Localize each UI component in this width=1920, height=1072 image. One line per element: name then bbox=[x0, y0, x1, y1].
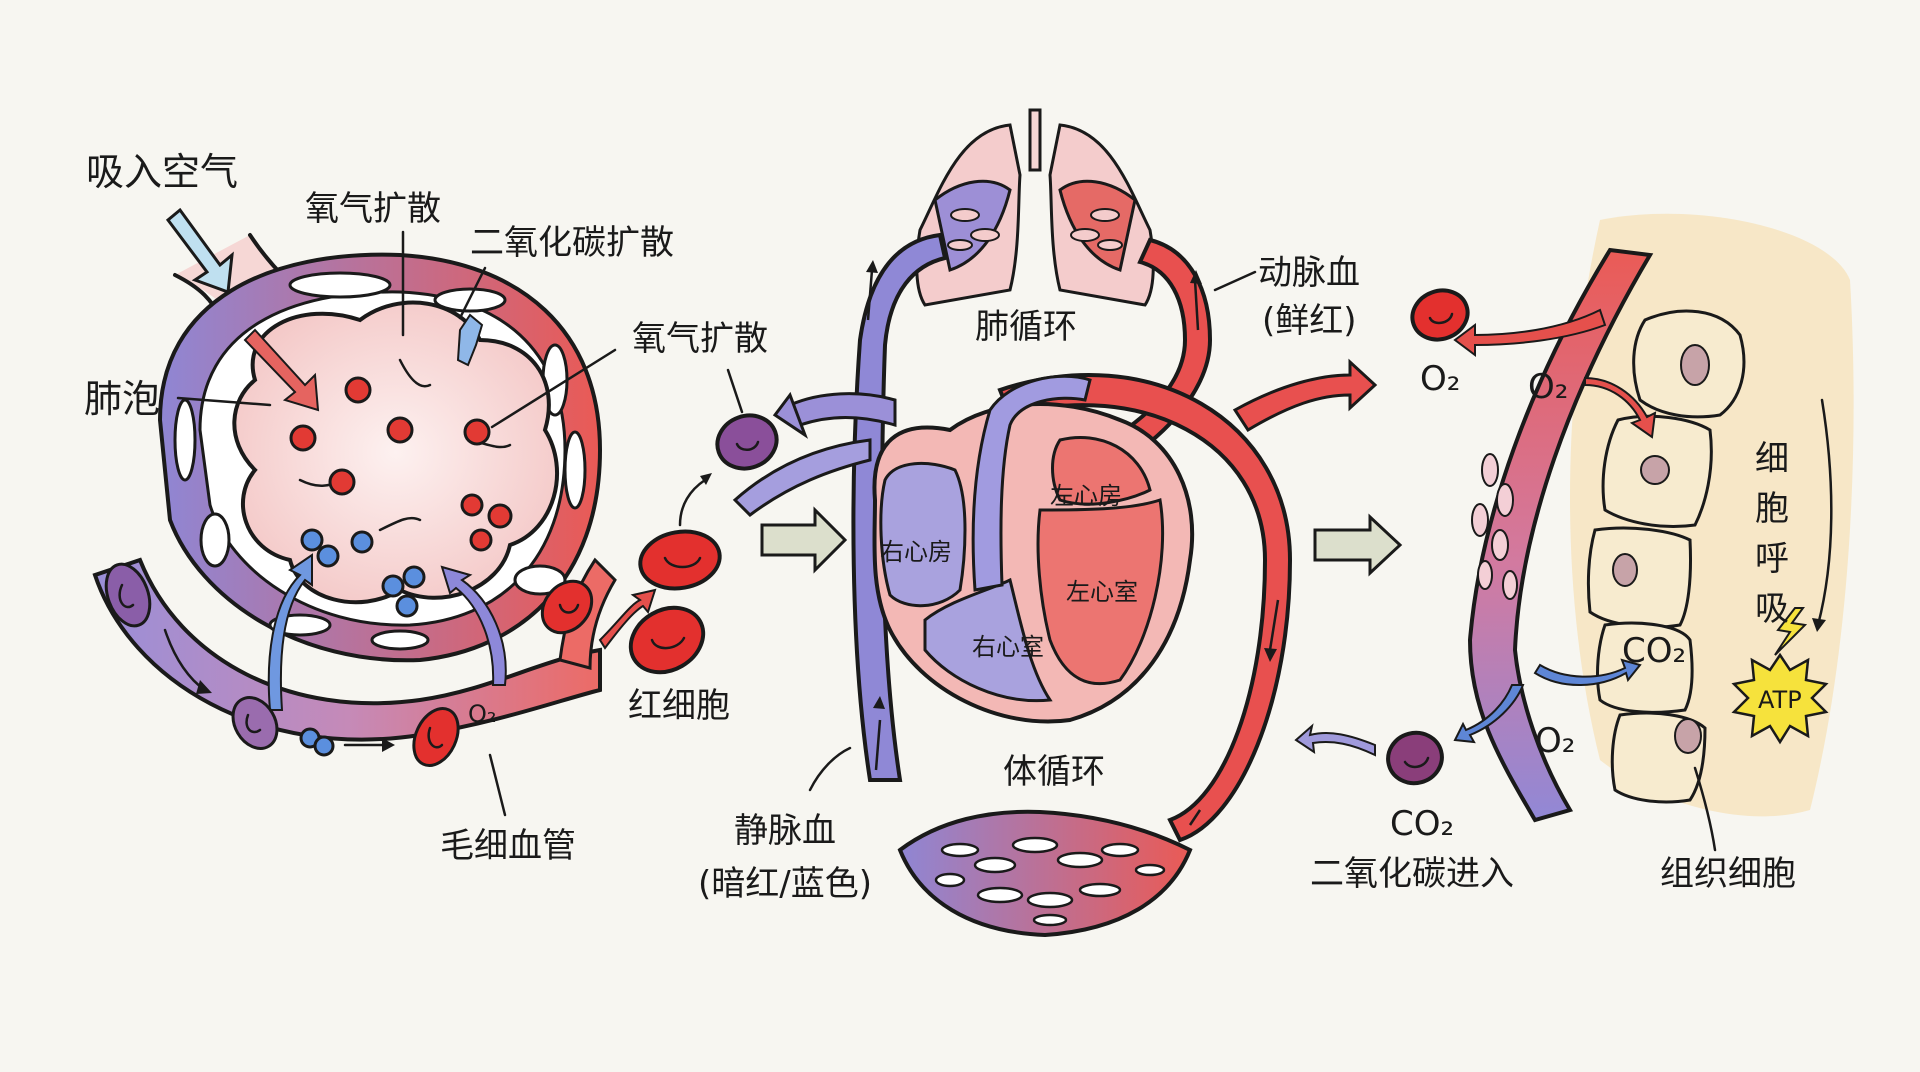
arterial-outflow-arrow-icon bbox=[1232, 358, 1378, 433]
flow-arrow-icon-2 bbox=[1313, 513, 1403, 577]
label-cellular-respiration-4: 吸 bbox=[1755, 589, 1789, 629]
label-inhaled-air: 吸入空气 bbox=[86, 150, 238, 194]
co2-outflow-arrow-icon-2 bbox=[440, 565, 507, 686]
label-cellular-respiration-3: 呼 bbox=[1755, 539, 1789, 579]
tissue-cells bbox=[1586, 309, 1746, 804]
label-capillary: 毛细血管 bbox=[440, 826, 576, 866]
circulation-panel bbox=[732, 108, 1378, 938]
co2-from-cell-arrow-icon bbox=[1533, 658, 1642, 686]
left-atrium bbox=[1051, 435, 1152, 506]
labels: 吸入空气 氧气扩散 二氧化碳扩散 氧气扩散 肺泡 O₂ 红细胞 毛细血管 肺循环… bbox=[84, 150, 1802, 904]
trachea bbox=[1028, 108, 1042, 172]
label-o2-vessel-top: O₂ bbox=[1528, 367, 1568, 407]
co2-to-rbc-arrow-icon bbox=[1453, 684, 1525, 744]
inhale-arrow-icon bbox=[165, 207, 234, 295]
label-o2-capillary: O₂ bbox=[468, 700, 497, 728]
o2-release-arrow-icon bbox=[1453, 308, 1607, 357]
label-alveolus: 肺泡 bbox=[84, 377, 160, 421]
label-right-atrium: 右心房 bbox=[880, 538, 952, 566]
label-venous-blood-note: (暗红/蓝色) bbox=[698, 864, 872, 904]
venous-return-arrow-icon bbox=[1294, 723, 1376, 757]
label-red-blood-cell: 红细胞 bbox=[628, 686, 730, 726]
label-co2-diffusion: 二氧化碳扩散 bbox=[470, 223, 674, 263]
rbc-tissue-deoxygenated bbox=[1386, 730, 1444, 786]
label-atp: ATP bbox=[1758, 686, 1802, 714]
label-venous-blood: 静脉血 bbox=[734, 811, 836, 851]
oxygen-inflow-arrow-icon bbox=[243, 328, 320, 412]
co2-molecules bbox=[299, 528, 426, 757]
label-left-ventricle: 左心室 bbox=[1066, 578, 1138, 606]
label-arterial-blood: 动脉血 bbox=[1258, 253, 1360, 293]
label-tissue-cells: 组织细胞 bbox=[1660, 854, 1796, 894]
rbc-oxygenated bbox=[412, 579, 594, 767]
label-cellular-respiration-1: 细 bbox=[1755, 439, 1789, 479]
label-co2-near-rbc: CO₂ bbox=[1390, 804, 1454, 844]
label-oxygen-diffusion-top: 氧气扩散 bbox=[305, 189, 441, 229]
energy-bolt-icon bbox=[1774, 607, 1808, 656]
label-co2-entering: 二氧化碳进入 bbox=[1310, 854, 1514, 894]
label-arterial-blood-note: (鲜红) bbox=[1262, 301, 1357, 341]
tissue-panel bbox=[1294, 213, 1854, 852]
label-left-atrium: 左心房 bbox=[1050, 482, 1122, 510]
cell-nuclei bbox=[1612, 344, 1710, 754]
pulmonary-trunk bbox=[971, 374, 1092, 592]
systemic-capillary-bed bbox=[897, 809, 1193, 938]
rbc-deoxygenated bbox=[104, 562, 279, 750]
respiration-arrow-icon bbox=[1812, 618, 1826, 632]
rbc-exiting-oxygenated bbox=[628, 529, 722, 675]
alveolus-panel bbox=[92, 207, 779, 817]
left-ventricle bbox=[1036, 498, 1165, 686]
aorta bbox=[997, 373, 1293, 843]
oxygen-molecules bbox=[289, 376, 513, 552]
atp-burst-icon bbox=[1731, 652, 1829, 745]
co2-outflow-arrow-icon bbox=[267, 553, 313, 711]
rbc-tissue-oxygenated bbox=[1410, 288, 1470, 342]
label-o2-vessel-bottom: O₂ bbox=[1535, 721, 1575, 761]
label-pulmonary-circulation: 肺循环 bbox=[975, 307, 1077, 347]
label-oxygen-diffusion-right: 氧气扩散 bbox=[632, 319, 768, 359]
tissue-capillary bbox=[1467, 247, 1654, 823]
o2-to-cell-arrow-icon bbox=[1584, 376, 1657, 439]
co2-diffusion-marker bbox=[456, 313, 484, 367]
label-systemic-circulation: 体循环 bbox=[1003, 752, 1105, 792]
label-cellular-respiration-2: 胞 bbox=[1755, 489, 1789, 529]
flow-arrow-icon-1 bbox=[760, 506, 848, 574]
rbc-deoxygenated-exiting bbox=[715, 413, 779, 471]
label-co2-in-cell: CO₂ bbox=[1622, 631, 1686, 671]
right-atrium bbox=[879, 461, 967, 608]
right-ventricle bbox=[923, 577, 1053, 703]
label-right-ventricle: 右心室 bbox=[972, 633, 1044, 661]
label-o2-near-rbc: O₂ bbox=[1420, 359, 1460, 399]
